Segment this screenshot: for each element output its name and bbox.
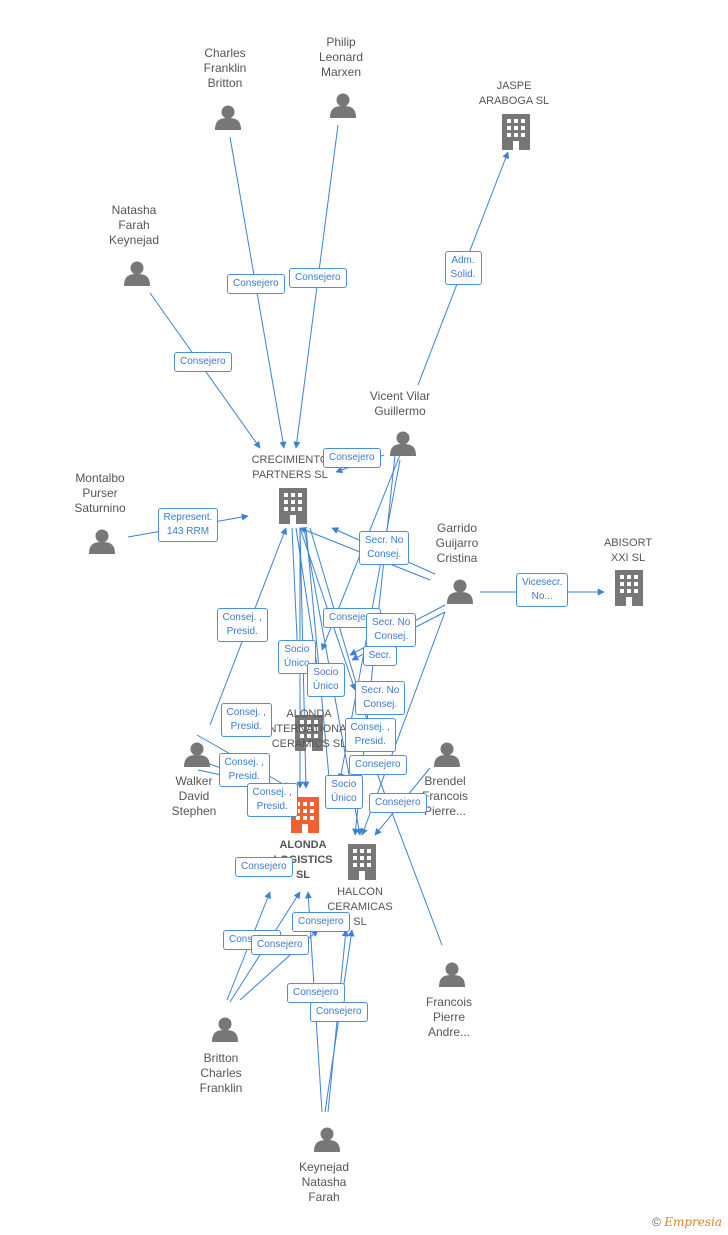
person-icon[interactable] <box>439 962 465 988</box>
edge-line <box>370 759 443 946</box>
edge-label[interactable]: Consejero <box>349 755 407 775</box>
person-icon[interactable] <box>434 742 460 768</box>
edge-line <box>305 527 333 789</box>
edge-label[interactable]: Consejero <box>235 857 293 877</box>
copyright-symbol: © <box>652 1215 661 1229</box>
person-icon[interactable] <box>184 742 210 768</box>
edge-label[interactable]: Consejero <box>310 1002 368 1022</box>
person-icon[interactable] <box>124 261 150 287</box>
edge-label[interactable]: Consej. ,Presid. <box>218 753 270 787</box>
company-icon[interactable] <box>615 570 643 606</box>
edge-label[interactable]: Consejero <box>227 274 285 294</box>
copyright: © Empresia <box>652 1215 722 1229</box>
person-icon[interactable] <box>212 1017 238 1043</box>
person-icon[interactable] <box>89 529 115 555</box>
edge-label[interactable]: Consejero <box>292 912 350 932</box>
edge-label[interactable]: Consej. ,Presid. <box>220 703 272 737</box>
company-icon[interactable] <box>502 114 530 150</box>
edge-label[interactable]: Vicesecr.No... <box>516 573 569 607</box>
edge-label[interactable]: Consejero <box>323 448 381 468</box>
edge-label[interactable]: Consejero <box>289 268 347 288</box>
edge-label[interactable]: Consejero <box>287 983 345 1003</box>
edge-label[interactable]: Consejero <box>174 352 232 372</box>
person-icon[interactable] <box>215 105 241 131</box>
edge-label[interactable]: Consej. ,Presid. <box>344 718 396 752</box>
edge-label[interactable]: Secr. <box>362 646 398 666</box>
edge-label[interactable]: Consejero <box>251 935 309 955</box>
person-icon[interactable] <box>314 1127 340 1153</box>
edge-label[interactable]: Consej. ,Presid. <box>216 608 268 642</box>
edge-label[interactable]: Represent.143 RRM <box>157 508 219 542</box>
edge-line <box>291 527 302 661</box>
person-icon[interactable] <box>390 431 416 457</box>
edge-label[interactable]: Consejero <box>369 793 427 813</box>
company-icon[interactable] <box>279 488 307 524</box>
person-icon[interactable] <box>447 579 473 605</box>
edge-label[interactable]: Consej. ,Presid. <box>246 783 298 817</box>
person-icon[interactable] <box>330 93 356 119</box>
edge-label[interactable]: Adm.Solid. <box>444 251 482 285</box>
brand-logo[interactable]: Empresia <box>664 1215 722 1229</box>
